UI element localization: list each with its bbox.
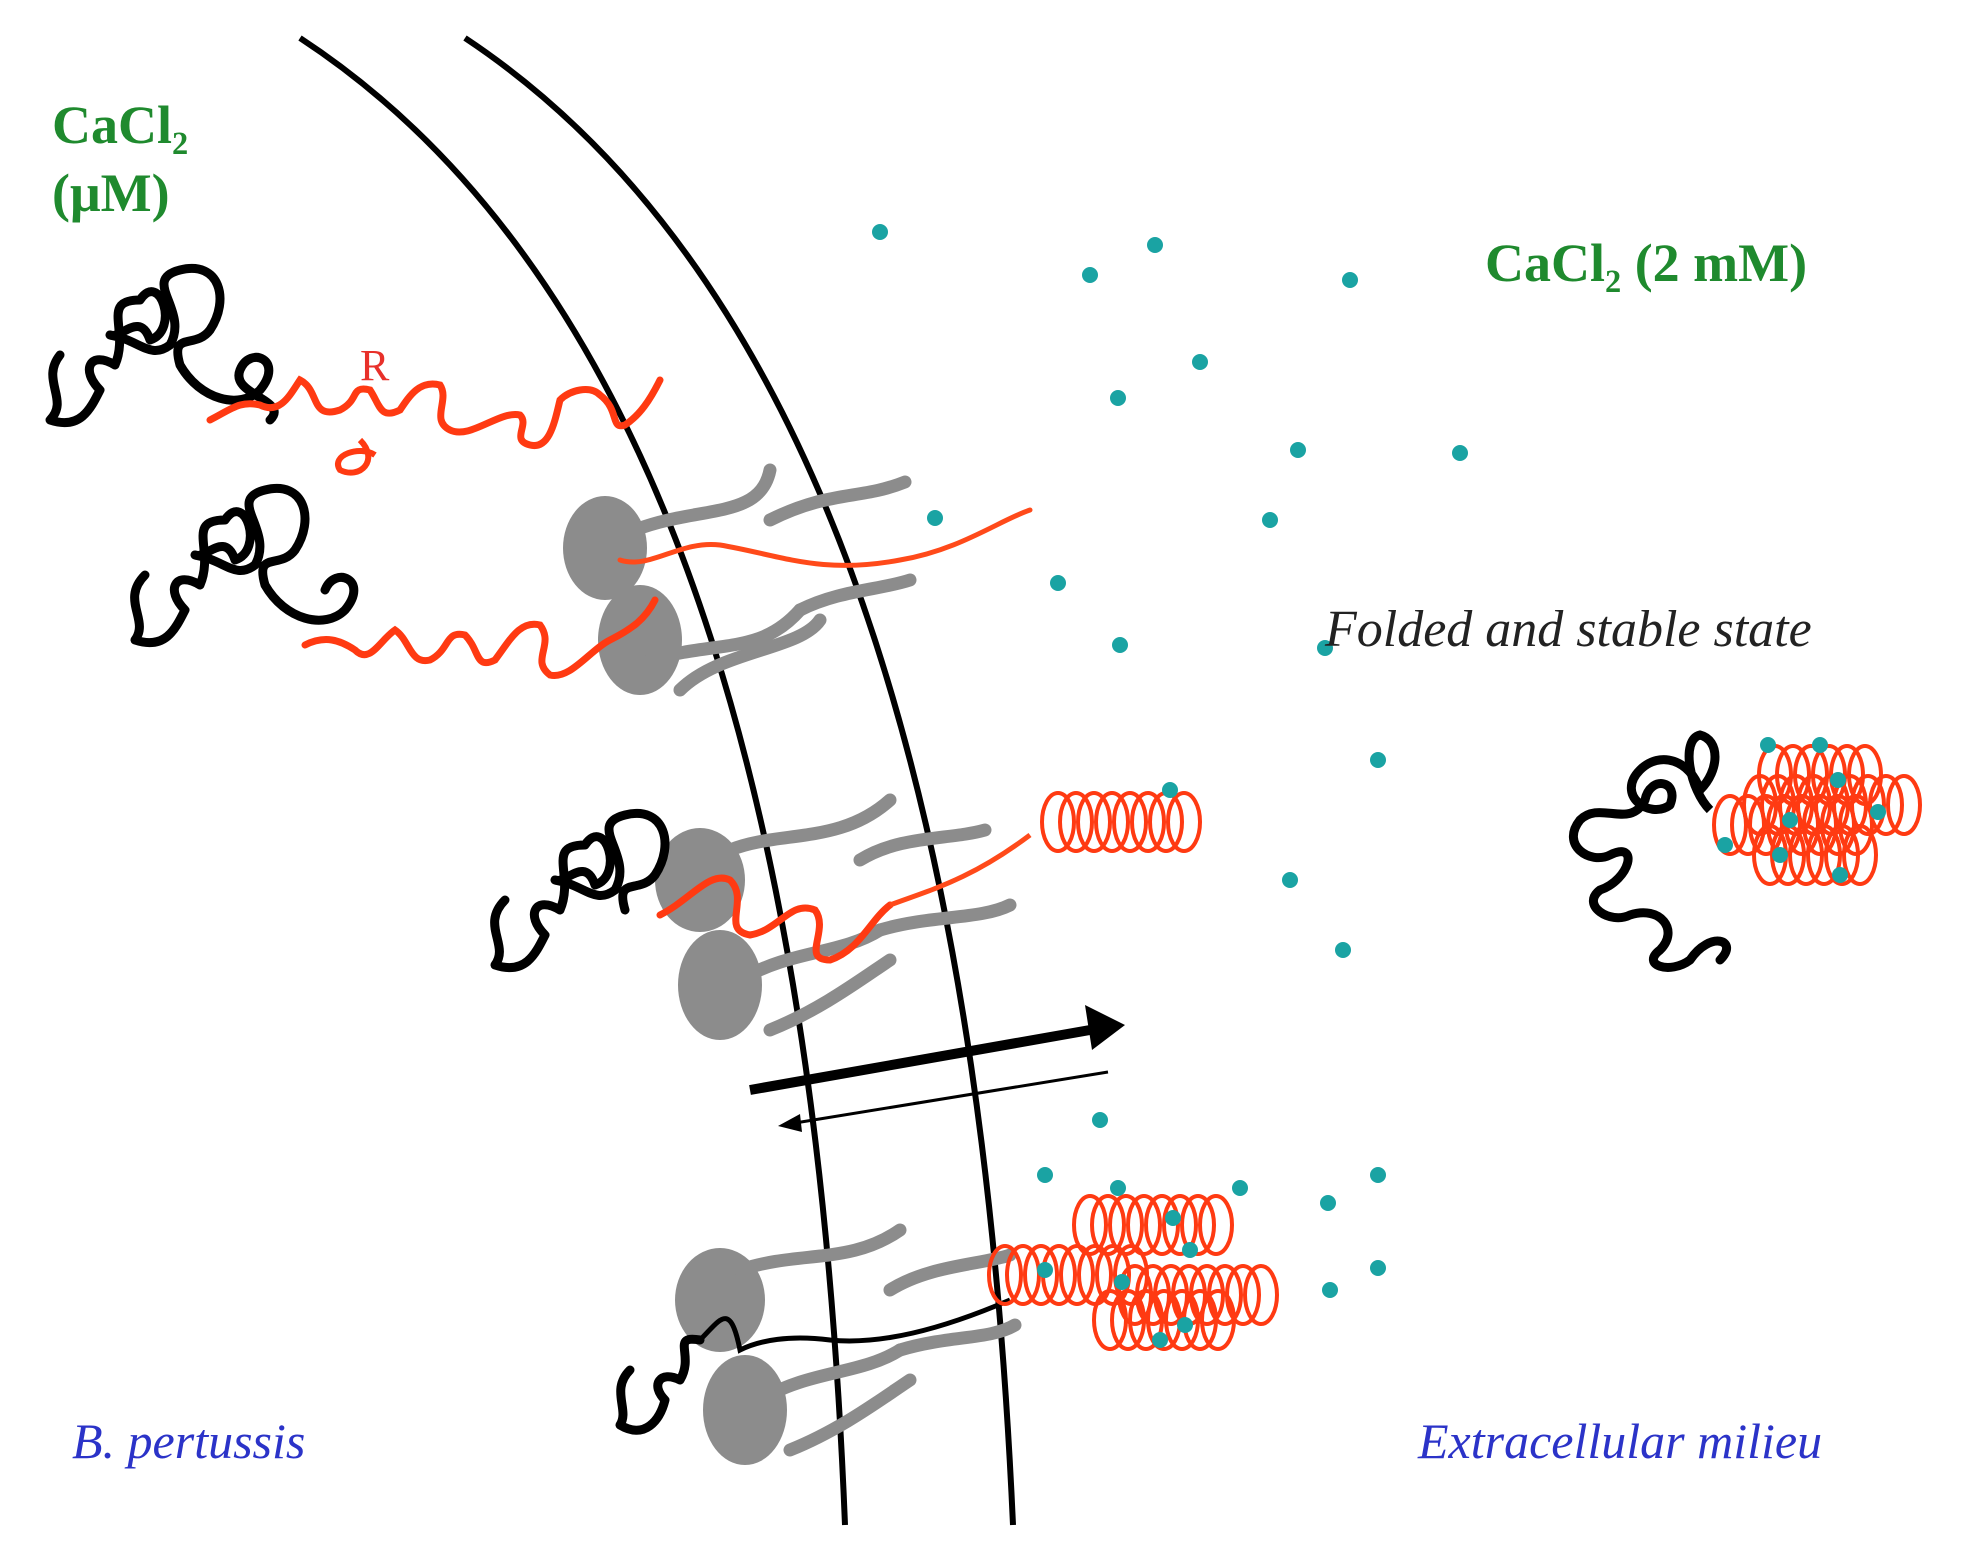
- rtx-region-unfolded: [656, 874, 894, 964]
- calcium-ion-dot: [1037, 1262, 1053, 1278]
- calcium-ion-dot: [1870, 804, 1886, 820]
- calcium-ion-dot: [1782, 812, 1798, 828]
- calcium-ion-dot: [1147, 237, 1163, 253]
- protein-secreted-folding: [615, 1194, 1279, 1435]
- channel-2: [655, 793, 1017, 1040]
- rtx-region-unfolded: [301, 596, 659, 679]
- protein-core: [615, 1334, 705, 1435]
- protein-core: [1569, 755, 1731, 972]
- calcium-ion-dot: [1110, 390, 1126, 406]
- calcium-ion-dot: [1112, 637, 1128, 653]
- rtx-threading: [617, 507, 1033, 568]
- protein-translocating: [490, 791, 1202, 973]
- rtx-threading: [889, 832, 1032, 908]
- outer-membrane: [463, 35, 1016, 1526]
- calcium-ion-dot: [1114, 1274, 1130, 1290]
- calcium-ion-dot: [1772, 847, 1788, 863]
- cacl2-low-concentration-label: CaCl2 (μM): [52, 95, 189, 223]
- forward-arrow: [749, 1025, 1091, 1095]
- channel-1: [563, 463, 917, 697]
- protein-folded-stable: [1569, 730, 1922, 972]
- rtx-region-label: R: [360, 341, 390, 390]
- folded-coil-cluster: [1712, 744, 1922, 886]
- calcium-ion-dot: [1320, 1195, 1336, 1211]
- folded-coil-cluster: [987, 1194, 1279, 1351]
- calcium-ion-dot: [1370, 1260, 1386, 1276]
- calcium-ion-dot: [1177, 1317, 1193, 1333]
- calcium-ion-dot: [1322, 1282, 1338, 1298]
- calcium-ion-dot: [1282, 872, 1298, 888]
- calcium-ion-dot: [1165, 1210, 1181, 1226]
- secretion-machinery: [563, 463, 1022, 1465]
- reverse-arrow: [794, 1070, 1109, 1125]
- calcium-ion-dot: [1370, 1167, 1386, 1183]
- equilibrium-arrows: [749, 1005, 1125, 1132]
- calcium-ion-dot: [1370, 752, 1386, 768]
- calcium-ion-dot: [1812, 737, 1828, 753]
- calcium-ion-dot: [1152, 1332, 1168, 1348]
- rtx-region-unfolded: [206, 375, 664, 449]
- protein-unfolded-1: [45, 263, 664, 476]
- protein-core: [45, 263, 279, 428]
- calcium-ion-dot: [1182, 1242, 1198, 1258]
- calcium-ion-dot: [872, 224, 888, 240]
- calcium-ion-dot: [1037, 1167, 1053, 1183]
- extracellular-compartment-label: Extracellular milieu: [1418, 1413, 1823, 1469]
- calcium-ion-dot: [1050, 575, 1066, 591]
- calcium-ion-dot: [1760, 737, 1776, 753]
- calcium-ion-dot: [1317, 640, 1333, 656]
- calcium-ion-dot: [1092, 1112, 1108, 1128]
- calcium-ion-dot: [927, 510, 943, 526]
- calcium-ion-dot: [1232, 1180, 1248, 1196]
- calcium-ion-dot: [1830, 772, 1846, 788]
- folded-state-label: Folded and stable state: [1325, 601, 1812, 658]
- channel-3: [675, 1223, 1022, 1465]
- calcium-ion-dot: [1192, 354, 1208, 370]
- bacterium-compartment-label: B. pertussis: [72, 1413, 306, 1469]
- protein-unfolded-2: [130, 483, 1033, 679]
- cell-envelope: [298, 35, 1016, 1526]
- protein-core: [130, 483, 359, 648]
- cacl2-high-concentration-label: CaCl2 (2 mM): [1485, 233, 1808, 301]
- calcium-ion-dot: [1832, 867, 1848, 883]
- calcium-ion-dot: [1162, 782, 1178, 798]
- calcium-ion-dot: [1110, 1180, 1126, 1196]
- calcium-ion-dot: [1342, 272, 1358, 288]
- calcium-ions: [872, 224, 1886, 1348]
- calcium-ion-dot: [1335, 942, 1351, 958]
- calcium-ion-dot: [1262, 512, 1278, 528]
- calcium-ion-dot: [1717, 837, 1733, 853]
- calcium-ion-dot: [1290, 442, 1306, 458]
- nascent-folded-coil: [1040, 791, 1202, 853]
- protein-core: [490, 808, 670, 973]
- calcium-ion-dot: [1452, 445, 1468, 461]
- calcium-ion-dot: [1082, 267, 1098, 283]
